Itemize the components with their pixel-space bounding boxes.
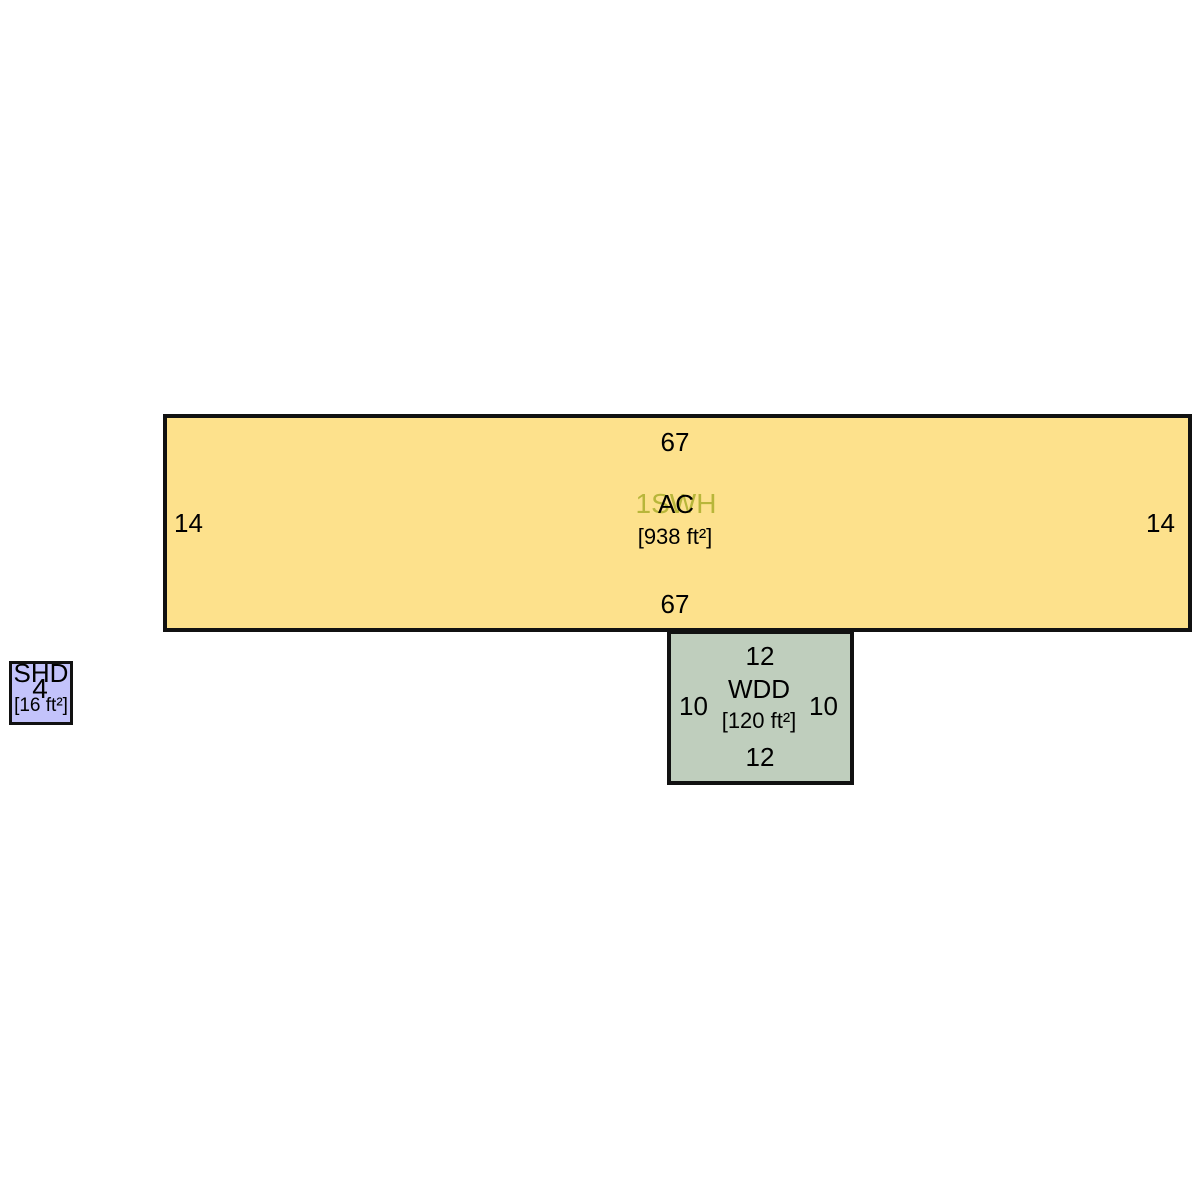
room-ac-top-dimension: 67 — [660, 427, 690, 457]
room-wdd-top-dimension: 12 — [745, 641, 775, 671]
room-wdd-left-dimension: 10 — [679, 691, 708, 721]
room-ac-area: [938 ft²] — [637, 524, 713, 549]
room-wdd-area: [120 ft²] — [721, 708, 797, 733]
room-ac-ghost-label: 1SWH — [635, 488, 717, 519]
room-wdd-bottom-dimension: 12 — [745, 742, 775, 772]
room-shd-area: [16 ft²] — [14, 695, 68, 716]
room-ac-code: AC — [657, 489, 695, 519]
room-wdd[interactable] — [667, 630, 854, 785]
room-wdd-code: WDD — [727, 674, 791, 704]
room-ac-left-dimension: 14 — [174, 508, 203, 538]
room-shd[interactable] — [9, 661, 73, 725]
room-shd-overlap-label: 4 — [32, 673, 48, 704]
room-wdd-right-dimension: 10 — [809, 691, 838, 721]
room-ac-right-dimension: 14 — [1146, 508, 1175, 538]
room-shd-code: SHD — [13, 658, 69, 688]
room-ac[interactable] — [163, 414, 1192, 632]
room-ac-bottom-dimension: 67 — [660, 589, 690, 619]
